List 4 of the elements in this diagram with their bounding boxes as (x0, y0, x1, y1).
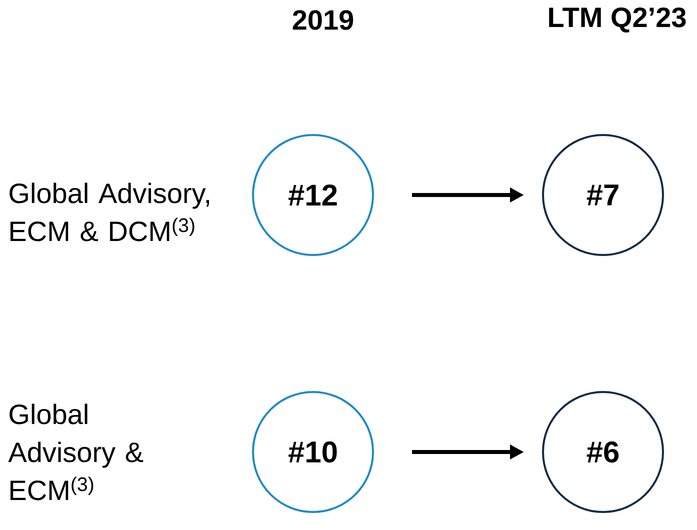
row-label: Global Advisory, ECM & DCM$^{(3)}$ (10, 182, 210, 242)
row-label: Global Advisory & ECM$^{(3)}$ (8, 404, 144, 500)
column-header: LTM Q2’23 (549, 7, 686, 33)
column-header: 2019 (292, 10, 354, 30)
